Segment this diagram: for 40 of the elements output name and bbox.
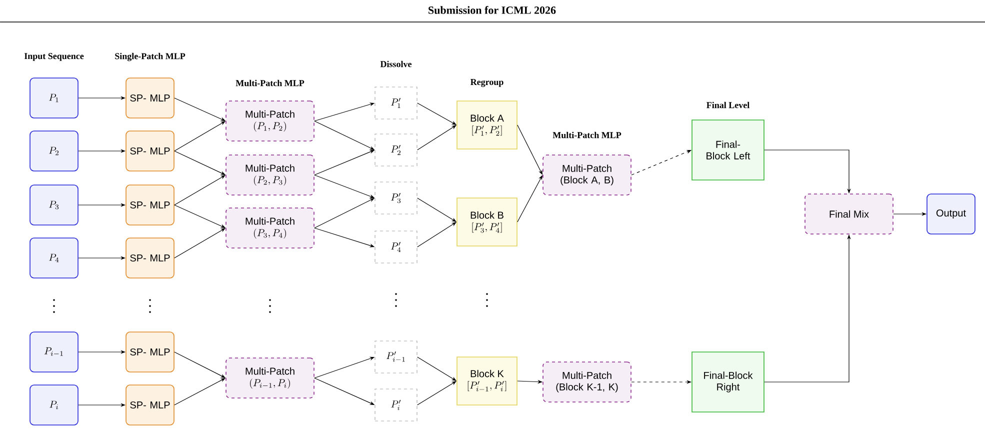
mlp-box: SP- MLP	[126, 238, 174, 278]
input-box: $P_{i-1}$	[30, 332, 78, 372]
dissolved-patch-box: $P'_1$	[374, 86, 418, 120]
mlp-box: SP- MLP	[126, 384, 174, 426]
final-block-box: Final-Block Right	[692, 352, 764, 412]
page-title: Submission for ICML 2026	[428, 6, 556, 14]
input-box: $P_1$	[30, 78, 78, 118]
column-heading: Input Sequence	[24, 53, 84, 61]
column-heading: Regroup	[470, 79, 504, 87]
column-heading: Single-Patch MLP	[115, 52, 186, 62]
multi-patch-box: Multi-Patch $(P_{i-1}, P_i)$	[226, 358, 314, 398]
block-box: Block B $[P'_3, P'_4]$	[456, 198, 518, 246]
block-box: Block A $[P'_1, P'_2]$	[456, 100, 518, 150]
dissolved-patch-box: $P'_3$	[374, 182, 418, 214]
multi-patch-box: Multi-Patch $(P_1, P_2)$	[226, 100, 314, 142]
input-box: $P_3$	[30, 184, 78, 226]
input-box: $P_2$	[30, 130, 78, 172]
column-heading: Multi-Patch MLP	[236, 80, 304, 86]
mlp-box: SP- MLP	[126, 78, 174, 118]
dissolved-patch-box: $P'_i$	[374, 388, 418, 422]
mlp-box: SP- MLP	[126, 332, 174, 372]
multi-patch-box: Multi-Patch $(P_2, P_3)$	[226, 154, 314, 196]
column-heading: Dissolve	[380, 60, 412, 68]
multi-patch-box: Multi-Patch $(P_3, P_4)$	[226, 208, 314, 248]
column-heading: Multi-Patch MLP	[552, 132, 622, 138]
arrow	[517, 124, 543, 175]
dissolved-patch-box: $P'_2$	[374, 134, 418, 166]
mlp-box: SP- MLP	[126, 184, 174, 226]
multi-patch-box: Multi-Patch (Block K-1, K)	[542, 362, 632, 402]
mlp-box: SP- MLP	[126, 130, 174, 172]
block-box: Block K $[P'_{i-1}, P'_i]$	[456, 356, 518, 406]
column-heading: Final Level	[706, 102, 750, 108]
dissolved-patch-box: $P'_{i-1}$	[374, 340, 418, 374]
final-mix-box: Final Mix	[804, 194, 894, 234]
input-box: $P_i$	[30, 384, 78, 426]
multi-patch-box: Multi-Patch (Block A, B)	[542, 154, 632, 196]
input-box: $P_4$	[30, 238, 78, 278]
dissolved-patch-box: $P'_4$	[374, 230, 418, 264]
output-box: Output	[926, 194, 976, 234]
final-block-box: Final-Block Left	[692, 120, 764, 180]
